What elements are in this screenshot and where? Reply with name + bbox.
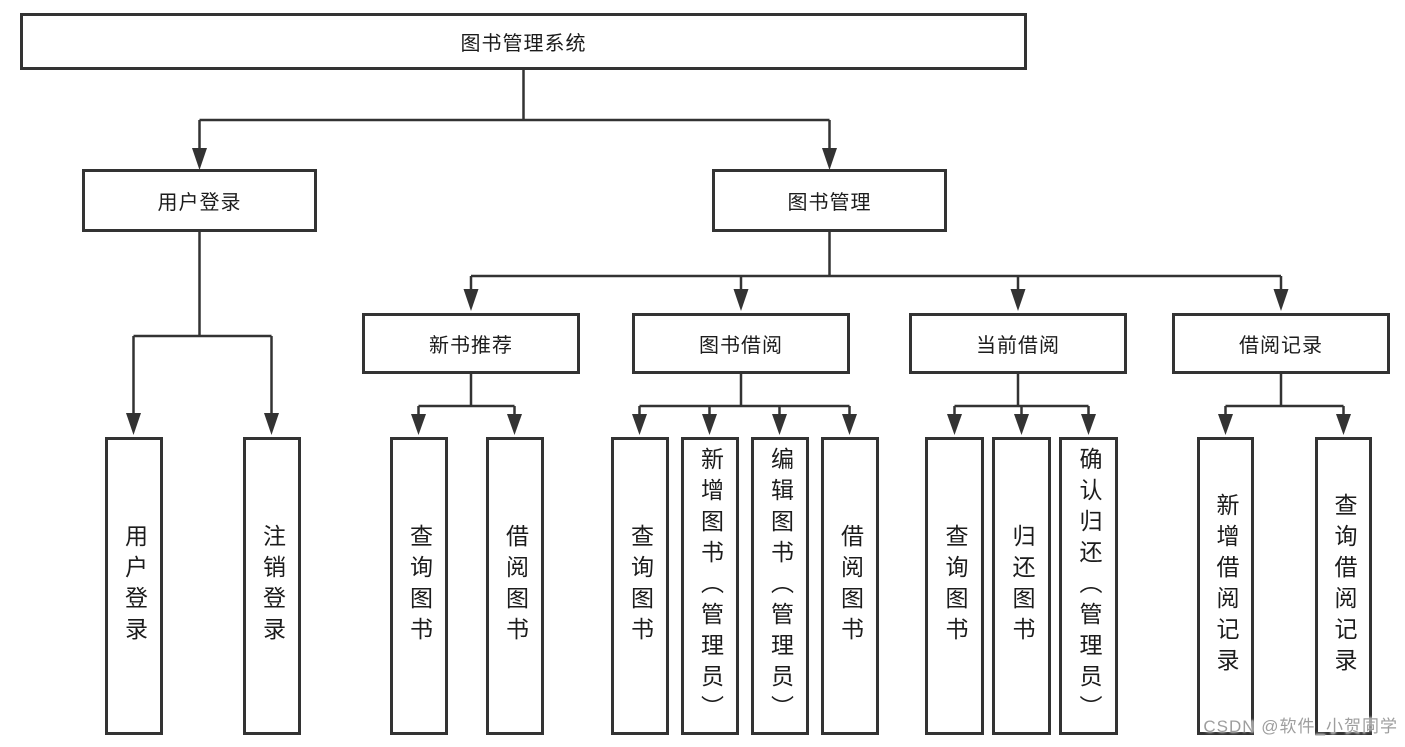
node-book-borrowing: 图书借阅 (632, 313, 850, 374)
node-borrow-records-label: 借阅记录 (1239, 335, 1323, 357)
node-book-borrowing-label: 图书借阅 (699, 335, 783, 357)
leaf-add-borrow-record: 新增借阅记录 (1197, 437, 1254, 735)
node-new-book-recommend-label: 新书推荐 (429, 335, 513, 357)
leaf-return-book: 归还图书 (992, 437, 1051, 735)
leaf-query-books-borrowing-label: 查询图书 (627, 524, 654, 648)
node-book-management-label: 图书管理 (787, 192, 872, 214)
leaf-add-book-admin: 新增图书（管理员） (681, 437, 739, 735)
leaf-borrow-books-label: 借阅图书 (837, 524, 864, 648)
watermark-text: CSDN @软件_小贺同学 (1203, 717, 1398, 736)
leaf-query-books-borrowing: 查询图书 (611, 437, 669, 735)
node-current-borrowing-label: 当前借阅 (976, 335, 1060, 357)
leaf-query-borrow-record-label: 查询借阅记录 (1331, 493, 1357, 679)
node-library-system: 图书管理系统 (20, 13, 1027, 70)
node-current-borrowing: 当前借阅 (909, 313, 1127, 374)
leaf-logout: 注销登录 (243, 437, 301, 735)
leaf-query-borrow-record: 查询借阅记录 (1315, 437, 1372, 735)
leaf-user-login: 用户登录 (105, 437, 163, 735)
leaf-borrow-books: 借阅图书 (821, 437, 879, 735)
leaf-user-login-label: 用户登录 (121, 524, 148, 648)
node-library-system-label: 图书管理系统 (460, 33, 587, 55)
leaf-add-book-admin-label: 新增图书（管理员） (697, 446, 724, 726)
leaf-query-books-recommend: 查询图书 (390, 437, 448, 735)
leaf-confirm-return-admin-label: 确认归还（管理员） (1076, 446, 1102, 726)
node-new-book-recommend: 新书推荐 (362, 313, 580, 374)
leaf-confirm-return-admin: 确认归还（管理员） (1059, 437, 1118, 735)
leaf-add-borrow-record-label: 新增借阅记录 (1213, 493, 1239, 679)
leaf-query-books-current-label: 查询图书 (942, 524, 968, 648)
arrowheads (126, 148, 1351, 435)
leaf-borrow-books-recommend-label: 借阅图书 (502, 524, 529, 648)
leaf-logout-label: 注销登录 (259, 524, 286, 648)
leaf-edit-book-admin: 编辑图书（管理员） (751, 437, 809, 735)
node-borrow-records: 借阅记录 (1172, 313, 1390, 374)
node-book-management: 图书管理 (712, 169, 947, 232)
leaf-borrow-books-recommend: 借阅图书 (486, 437, 544, 735)
node-user-login: 用户登录 (82, 169, 317, 232)
node-user-login-label: 用户登录 (157, 192, 242, 214)
leaf-query-books-current: 查询图书 (925, 437, 984, 735)
leaf-return-book-label: 归还图书 (1009, 524, 1035, 648)
leaf-query-books-recommend-label: 查询图书 (406, 524, 433, 648)
leaf-edit-book-admin-label: 编辑图书（管理员） (767, 446, 794, 726)
connector-paths (132, 70, 1345, 416)
